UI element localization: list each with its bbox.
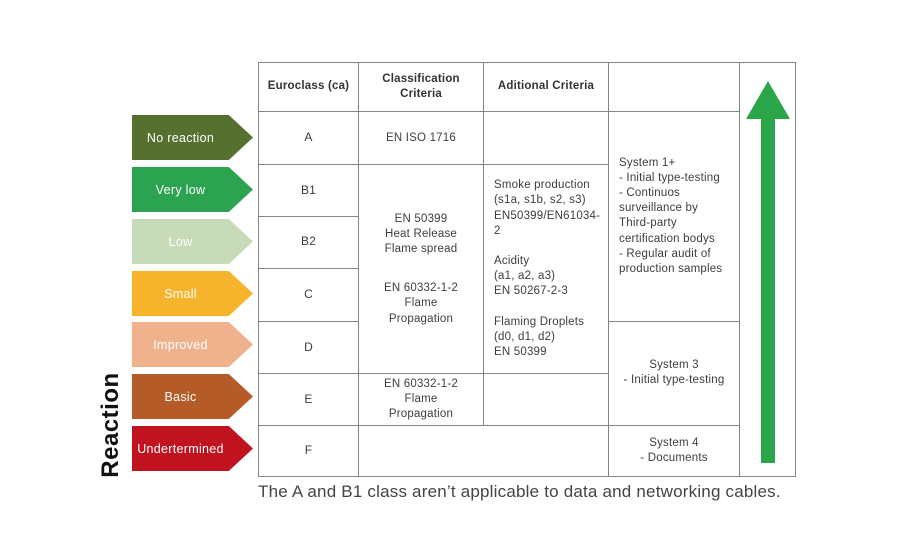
cell-class-b2: B2 (258, 215, 359, 269)
caption: The A and B1 class aren’t applicable to … (258, 482, 781, 501)
cell-class-a: A (258, 110, 359, 166)
euroclass-table: Euroclass (ca) Classification Criteria A… (258, 61, 796, 478)
cell-class-b1: B1 (258, 164, 359, 217)
up-arrow (745, 81, 790, 463)
reaction-level-label: Small (164, 286, 197, 301)
cell-class-e: E (258, 373, 359, 427)
reaction-level-label: Low (168, 234, 193, 249)
cell-a-classification: EN ISO 1716 (358, 110, 484, 166)
header-aditional-criteria: Aditional Criteria (483, 62, 609, 112)
classification-block-1: EN 50399 Heat Release Flame spread (384, 212, 458, 256)
cell-system-3: System 3 - Initial type-testing (608, 320, 740, 427)
cell-class-f: F (258, 425, 359, 478)
cell-system-1plus: System 1+ - Initial type-testing - Conti… (608, 111, 740, 322)
header-system (608, 62, 740, 112)
reaction-level-arrow: No reaction (132, 115, 253, 160)
cell-a-additional (483, 110, 609, 166)
reaction-level-arrow: Very low (132, 167, 253, 212)
header-classification-criteria: Classification Criteria (358, 62, 484, 112)
classification-block-2: EN 60332-1-2 Flame Propagation (384, 282, 458, 325)
reaction-level-label: Very low (155, 182, 206, 197)
reaction-level-label: Improved (153, 337, 208, 352)
cell-b1d-classification: EN 50399 Heat Release Flame spread EN 60… (358, 164, 484, 375)
cell-class-c: C (258, 267, 359, 322)
reaction-level-label: Basic (164, 389, 197, 404)
cell-e-classification: EN 60332-1-2 Flame Propagation (358, 373, 484, 427)
cell-system-4: System 4 - Documents (608, 425, 740, 478)
reaction-level-label: Undertermined (137, 441, 224, 456)
reaction-level-label: No reaction (146, 130, 215, 145)
header-euroclass: Euroclass (ca) (258, 62, 359, 112)
reaction-level-arrow: Small (132, 271, 253, 316)
reaction-axis-label: Reaction (97, 372, 124, 478)
cell-e-additional (483, 373, 609, 427)
reaction-level-arrow: Basic (132, 374, 253, 419)
cell-b1d-additional: Smoke production (s1a, s1b, s2, s3) EN50… (483, 164, 609, 375)
reaction-level-arrow: Low (132, 219, 253, 264)
cell-f-criteria (358, 425, 609, 478)
reaction-level-arrow: Improved (132, 322, 253, 367)
reaction-level-arrow: Undertermined (132, 426, 253, 471)
cell-class-d: D (258, 320, 359, 375)
up-arrow-cell (739, 61, 796, 478)
